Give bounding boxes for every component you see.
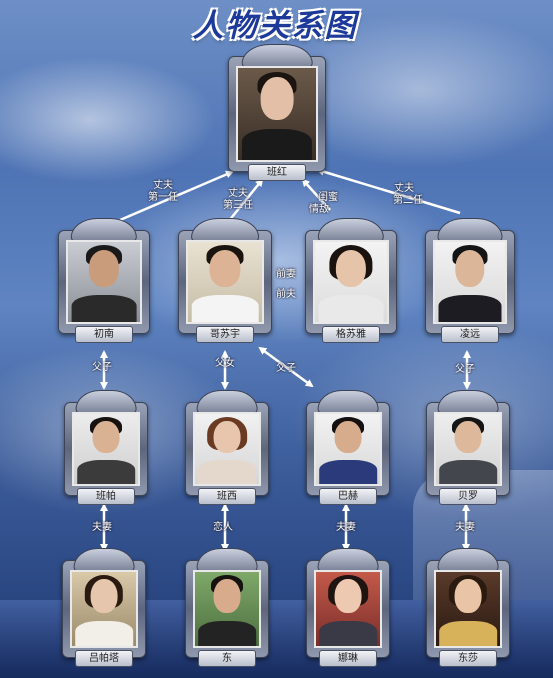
relation-label-chunan-banpa: 父子 — [92, 362, 112, 373]
relation-label-gesuyu-geshunan: 前妻前夫 — [276, 269, 296, 300]
connector-chunan-banhong — [119, 170, 234, 222]
portrait-photo — [193, 570, 261, 648]
frame-crest — [437, 548, 499, 572]
relation-label-lingyuan-beiluo: 父子 — [455, 364, 475, 375]
name-plate: 娜琳 — [319, 650, 377, 667]
person-card-geshunan[interactable]: 格苏雅 — [305, 218, 397, 346]
diagram-title: 人物关系图 — [192, 8, 358, 44]
portrait-photo — [434, 570, 502, 648]
person-card-lvpata[interactable]: 吕帕塔 — [62, 548, 146, 670]
portrait-photo — [70, 570, 138, 648]
frame-crest — [191, 218, 259, 242]
person-card-dong[interactable]: 东 — [185, 548, 269, 670]
frame-crest — [196, 390, 258, 414]
relation-label-bahe-nala: 夫妻 — [336, 522, 356, 533]
relation-label-gesuyu-bahe: 父子 — [276, 363, 296, 374]
name-plate: 格苏雅 — [322, 326, 380, 343]
name-plate: 巴赫 — [319, 488, 377, 505]
portrait-photo — [186, 240, 264, 324]
frame-crest — [73, 548, 135, 572]
relation-label-chunan-banhong: 丈夫第一任 — [148, 180, 178, 203]
frame-crest — [70, 218, 138, 242]
name-plate: 吕帕塔 — [75, 650, 133, 667]
person-card-banxi[interactable]: 班西 — [185, 390, 269, 508]
portrait-photo — [72, 412, 140, 486]
person-card-chunan[interactable]: 初南 — [58, 218, 150, 346]
connector-gesuyu-bahe — [258, 346, 314, 388]
frame-crest — [317, 390, 379, 414]
name-plate: 班帕 — [77, 488, 135, 505]
name-plate: 班西 — [198, 488, 256, 505]
name-plate: 东莎 — [439, 650, 497, 667]
person-card-lingyuan[interactable]: 凌远 — [425, 218, 515, 346]
frame-crest — [317, 548, 379, 572]
person-card-beiluo[interactable]: 贝罗 — [426, 390, 510, 508]
portrait-photo — [433, 240, 507, 324]
person-card-dongsha[interactable]: 东莎 — [426, 548, 510, 670]
frame-crest — [437, 218, 503, 242]
connector-geshunan-banhong — [301, 178, 331, 211]
person-card-banpa[interactable]: 班帕 — [64, 390, 148, 508]
portrait-photo — [66, 240, 142, 324]
name-plate: 东 — [198, 650, 256, 667]
relation-label-banpa-lvpata: 夫妻 — [92, 522, 112, 533]
person-card-nala[interactable]: 娜琳 — [306, 548, 390, 670]
frame-crest — [241, 44, 313, 68]
relation-label-beiluo-dongsha: 夫妻 — [455, 522, 475, 533]
relation-label-lingyuan-banhong: 丈夫第二任 — [393, 183, 423, 206]
name-plate: 哥苏宇 — [196, 326, 254, 343]
name-plate: 班红 — [248, 164, 306, 181]
person-card-bahe[interactable]: 巴赫 — [306, 390, 390, 508]
frame-crest — [75, 390, 137, 414]
portrait-photo — [314, 412, 382, 486]
relation-label-gesuyu-banhong: 丈夫第三任 — [223, 188, 253, 211]
connector-gesuyu-banhong — [227, 178, 264, 223]
portrait-photo — [434, 412, 502, 486]
relation-label-banxi-dong: 恋人 — [213, 522, 233, 533]
relation-label-geshunan-banhong: 闺蜜情敌 — [309, 192, 338, 215]
name-plate: 初南 — [75, 326, 133, 343]
person-card-gesuyu[interactable]: 哥苏宇 — [178, 218, 272, 346]
portrait-photo — [314, 570, 382, 648]
name-plate: 凌远 — [441, 326, 499, 343]
portrait-photo — [236, 66, 318, 162]
person-card-banhong[interactable]: 班红 — [228, 44, 326, 184]
frame-crest — [317, 218, 385, 242]
portrait-photo — [313, 240, 389, 324]
connector-lingyuan-banhong — [316, 167, 461, 215]
frame-crest — [196, 548, 258, 572]
relation-label-gesuyu-banxi: 父女 — [215, 358, 235, 369]
frame-crest — [437, 390, 499, 414]
portrait-photo — [193, 412, 261, 486]
name-plate: 贝罗 — [439, 488, 497, 505]
